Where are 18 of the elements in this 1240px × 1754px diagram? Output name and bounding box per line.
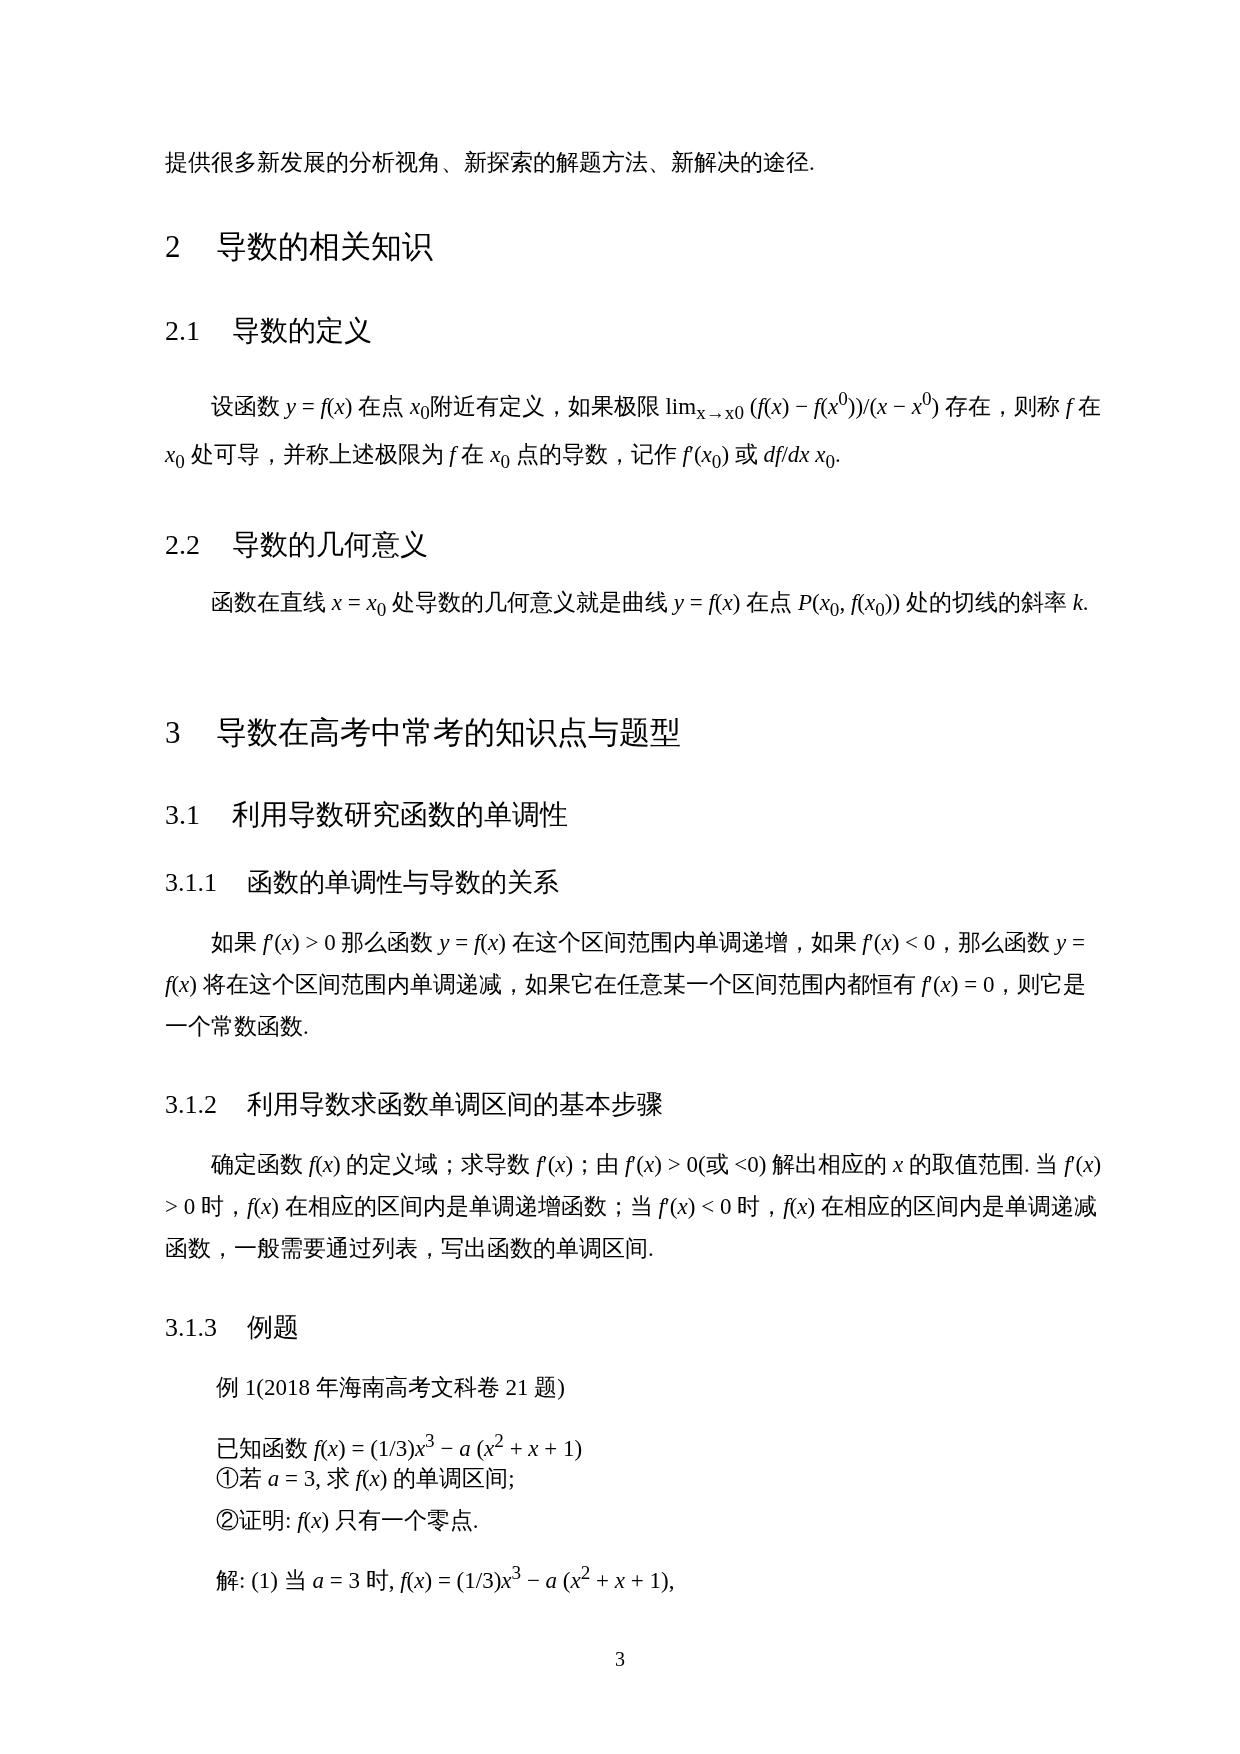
example-title: 例 1(2018 年海南高考文科卷 21 题) — [216, 1374, 565, 1402]
paragraph: 函数在直线 x = x$_{0}$ 处导数的几何意义就是曲线 y = f(x) 在点 P(x$_{0}$, f(x$_{0}$)) 处的切线的斜率 k. — [210, 589, 1089, 622]
question-text: ①若 a = 3, 求 f(x) 的单调区间; — [216, 1465, 515, 1493]
section-heading: 2 导数的相关知识 — [165, 228, 434, 266]
subsubsection-heading: 3.1.2 利用导数求函数单调区间的基本步骤 — [165, 1089, 663, 1121]
subsection-heading: 2.2 导数的几何意义 — [165, 528, 429, 562]
solution-text: 解: (1) 当 a = 3 时, f(x) = (1/3)x$^{3}$ − a (x$^{2}$ + x + 1), — [216, 1561, 675, 1595]
formula-line: 已知函数 f(x) = (1/3)x$^{3}$ − a (x$^{2}$ + x + 1) — [216, 1429, 583, 1463]
subsubsection-heading: 3.1.3 例题 — [165, 1312, 299, 1344]
subsection-heading: 3.1 利用导数研究函数的单调性 — [165, 798, 569, 832]
page-number: 3 — [614, 1647, 626, 1672]
question-text: ②证明: f(x) 只有一个零点. — [216, 1507, 479, 1535]
paragraph: 提供很多新发展的分析视角、新探索的解题方法、新解决的途径. — [165, 149, 815, 177]
subsection-heading: 2.1 导数的定义 — [165, 314, 373, 348]
paragraph: 如果 f′(x) > 0 那么函数 y = f(x) 在这个区间范围内单调递增，如果 f′(x) < 0，那么函数 y = f(x) 将在这个区间范围内单调递减，如果它在任意某一个区间范围内都恒有 f′(x) = 0，则它是一个常数函数. — [165, 929, 1088, 1041]
section-heading: 3 导数在高考中常考的知识点与题型 — [165, 714, 682, 752]
subsubsection-heading: 3.1.1 函数的单调性与导数的关系 — [165, 867, 559, 899]
paragraph: 确定函数 f(x) 的定义域；求导数 f′(x)；由 f′(x) > 0(或 <0) 解出相应的 x 的取值范围. 当 f′(x) > 0 时，f(x) 在相应的区间内是单调递增函数；当 f′(x) < 0 时，f(x) 在相应的区间内是单调递减函数，一般需要通过列表，写出函数的单调区间. — [165, 1151, 1103, 1263]
